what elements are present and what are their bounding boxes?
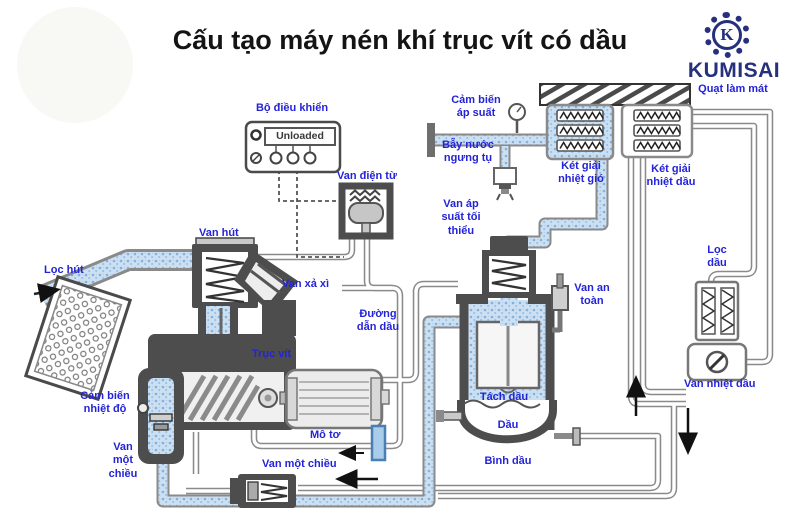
label-check-valve-left: Van một chiều: [108, 441, 138, 480]
controller-display: Unloaded: [276, 130, 324, 142]
label-oil: Dầu: [497, 419, 519, 431]
oil-pipes: [186, 108, 774, 500]
logo-monogram: K: [712, 20, 742, 50]
label-check-valve-bottom: Van một chiều: [262, 458, 337, 470]
label-safety-valve: Van an toàn: [574, 282, 610, 308]
min-pressure-valve-icon: [482, 236, 536, 326]
label-screw: Trục vít: [252, 348, 292, 360]
pressure-gauge-icon: [508, 103, 526, 133]
temp-sensor-icon: [137, 402, 149, 414]
solenoid-valve-icon: [338, 182, 394, 240]
logo-wreath-icon: [704, 12, 750, 58]
page-title: Cấu tạo máy nén khí trục vít có dầu: [172, 25, 628, 55]
air-pipes: [37, 123, 609, 508]
controller-icon: [244, 120, 342, 174]
label-oil-filter: Lọc dầu: [707, 244, 727, 270]
air-cooler-icon: [545, 103, 615, 161]
label-condensate-trap: Bẫy nước ngưng tụ: [442, 139, 494, 165]
label-oil-thermal-valve: Van nhiệt dầu: [684, 378, 756, 390]
motor-icon: [284, 368, 390, 430]
label-min-pressure-valve: Van áp suất tối thiểu: [441, 198, 481, 237]
condensate-trap-icon: [493, 167, 517, 201]
safety-valve-icon: [551, 273, 569, 333]
screw-icon: [175, 374, 261, 422]
airend-block: [148, 237, 298, 430]
label-oil-line: Đường dẫn dầu: [356, 308, 400, 334]
oil-cooler-icon: [620, 103, 694, 159]
oil-filter-icon: [694, 280, 740, 342]
label-intake-filter: Lọc hút: [44, 264, 84, 276]
label-air-cooler: Két giải nhiệt gió: [558, 160, 604, 186]
oil-thermal-valve-icon: [686, 342, 748, 382]
label-oil-cooler: Két giải nhiệt dầu: [646, 163, 696, 189]
label-temp-sensor: Cảm biến nhiệt độ: [80, 390, 130, 416]
cooling-fan-icon: [539, 83, 691, 106]
oil-sight-glass: [370, 424, 387, 462]
check-valve-bottom-icon: [230, 474, 296, 508]
label-solenoid-valve: Van điện từ: [337, 170, 397, 182]
oil-level-line: [463, 399, 541, 409]
watermark: [17, 7, 133, 123]
control-lines: [278, 170, 344, 258]
check-valve-left-icon: [137, 368, 184, 464]
label-pressure-sensor: Cảm biến áp suất: [451, 94, 501, 120]
intake-arrow: [33, 283, 61, 303]
intake-valve-spring: [205, 256, 245, 304]
air-outlet-flange: [427, 123, 435, 157]
label-intake-valve: Van hút: [199, 227, 239, 239]
label-controller: Bộ điều khiển: [255, 102, 329, 114]
label-blowoff-valve: Van xả xì: [282, 278, 330, 290]
label-motor: Mô tơ: [310, 429, 341, 441]
label-cooling-fan: Quạt làm mát: [698, 83, 768, 95]
label-separator: Tách dầu: [479, 391, 529, 403]
flow-arrows: [335, 375, 698, 489]
logo-brand-text: KUMISAI: [687, 59, 781, 82]
label-oil-tank: Bình dầu: [484, 455, 532, 467]
intake-filter-icon: [23, 274, 133, 402]
